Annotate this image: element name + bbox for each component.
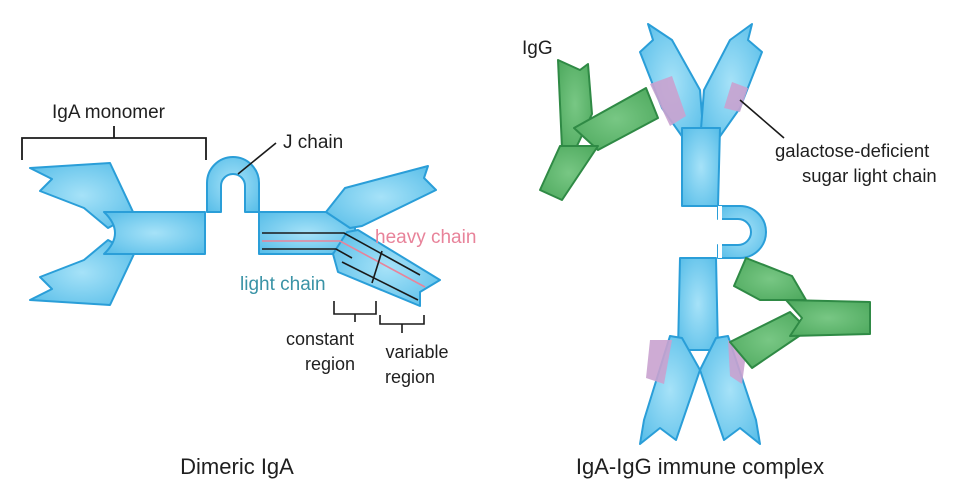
lower-iga bbox=[639, 257, 761, 445]
heavy-chain-label: heavy chain bbox=[375, 227, 476, 248]
immune-complex-caption: IgA-IgG immune complex bbox=[576, 454, 824, 479]
light-chain-segment bbox=[341, 261, 419, 301]
constant-region-bracket bbox=[333, 301, 377, 322]
variable-region-bracket bbox=[379, 315, 425, 333]
constant-region-label-2: region bbox=[305, 354, 355, 374]
dimeric-iga-caption: Dimeric IgA bbox=[180, 454, 294, 479]
iga-monomer-label: IgA monomer bbox=[52, 102, 166, 123]
iga-left-lower-arm bbox=[29, 239, 135, 306]
iga-igg-complex: IgG galactose-deficient sugar light chai… bbox=[522, 23, 937, 479]
iga-left-stem bbox=[103, 211, 206, 255]
galactose-pointer bbox=[739, 99, 785, 139]
galactose-label-line1: galactose-deficient bbox=[775, 140, 929, 161]
iga-monomer-right bbox=[258, 165, 441, 307]
iga-right-lower-arm bbox=[332, 229, 441, 307]
iga-monomer-bracket bbox=[21, 126, 207, 160]
heavy-chain-line-top bbox=[262, 232, 421, 276]
domain-divider bbox=[371, 250, 383, 284]
igg-lower-arm-top bbox=[733, 257, 807, 301]
iga-right-upper-arm bbox=[325, 165, 437, 229]
igg-upper-arm-right bbox=[573, 87, 659, 151]
j-chain-complex-gap bbox=[718, 206, 722, 258]
variable-region-label-2: region bbox=[385, 367, 435, 387]
galactose-patch-lower-left bbox=[646, 340, 672, 384]
j-chain bbox=[206, 156, 260, 213]
chain-lines bbox=[262, 232, 426, 301]
upper-iga bbox=[639, 23, 763, 207]
light-chain-label: light chain bbox=[240, 274, 326, 295]
dimeric-iga: IgA monomer J chain heavy chain light ch… bbox=[21, 102, 476, 479]
galactose-patch-upper-left bbox=[650, 76, 686, 126]
constant-region-label: constant bbox=[286, 329, 354, 349]
iga-monomer-left bbox=[29, 162, 206, 306]
j-chain-label: J chain bbox=[283, 132, 343, 153]
upper-iga-stem bbox=[681, 127, 721, 207]
lower-iga-stem bbox=[677, 257, 719, 351]
light-chain-line bbox=[262, 248, 353, 259]
igg-upper-stem bbox=[539, 145, 599, 201]
upper-iga-right-arm bbox=[699, 23, 763, 143]
igg-lower bbox=[729, 257, 871, 369]
j-chain-complex bbox=[717, 205, 767, 259]
igg-upper bbox=[539, 59, 659, 201]
j-chain-pointer bbox=[237, 142, 277, 175]
heavy-chain-line-pink bbox=[262, 240, 426, 288]
galactose-label-line2: sugar light chain bbox=[802, 165, 937, 186]
lower-iga-right-arm bbox=[699, 335, 761, 445]
variable-region-label: variable bbox=[385, 342, 448, 362]
igg-label: IgG bbox=[522, 38, 553, 59]
galactose-patch-upper-right bbox=[724, 82, 748, 112]
igg-lower-stem bbox=[785, 299, 871, 337]
